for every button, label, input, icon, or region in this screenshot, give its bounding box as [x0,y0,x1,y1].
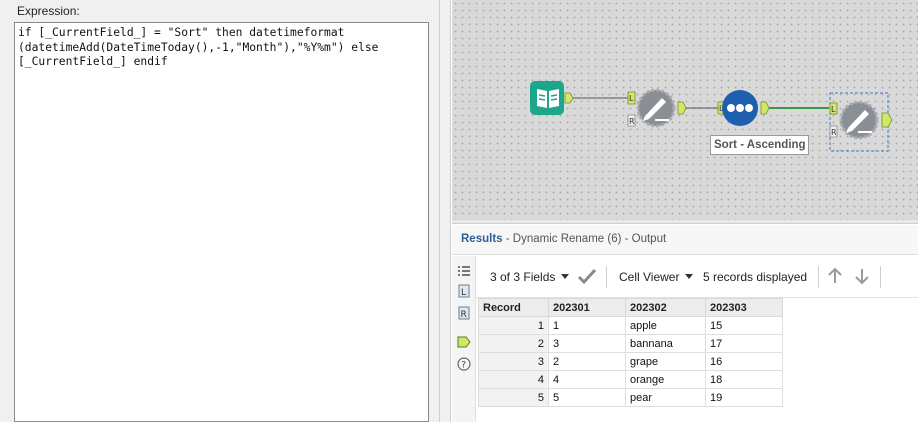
arrow-down-icon[interactable] [853,267,871,285]
toolbar-divider [880,266,881,288]
results-side-toolbar: L R ? [452,256,476,422]
grid-header-row: Record 202301 202302 202303 [478,298,783,317]
table-row[interactable]: 2 3 bannana 17 [478,334,783,353]
sort-tool-label: Sort - Ascending [710,135,809,155]
table-row[interactable]: 3 2 grape 16 [478,352,783,371]
chevron-down-icon[interactable] [685,274,693,280]
svg-text:R: R [629,117,635,126]
table-cell[interactable]: 2 [548,352,626,371]
panel-splitter[interactable] [440,0,451,422]
record-number: 4 [478,370,549,389]
table-cell[interactable]: apple [625,316,706,335]
cell-viewer-selector[interactable]: Cell Viewer [619,270,680,284]
results-subtitle: - Dynamic Rename (6) - Output [505,233,667,245]
table-row[interactable]: 4 4 orange 18 [478,370,783,389]
expression-label: Expression: [17,4,80,18]
column-header-record[interactable]: Record [478,298,549,317]
help-icon[interactable]: ? [457,357,471,371]
expression-text[interactable]: if [_CurrentField_] = "Sort" then dateti… [18,26,379,68]
expression-editor[interactable]: if [_CurrentField_] = "Sort" then dateti… [14,22,429,422]
table-cell[interactable]: 4 [548,370,626,389]
table-cell[interactable]: orange [625,370,706,389]
svg-text:L: L [629,94,634,103]
results-title: Results - Dynamic Rename (6) - Output [461,233,666,245]
table-cell[interactable]: pear [625,388,706,407]
record-number: 5 [478,388,549,407]
dynamic-rename-tool-selected[interactable]: L R [829,92,893,152]
table-cell[interactable]: grape [625,352,706,371]
output-anchor-icon[interactable] [457,335,471,349]
column-header[interactable]: 202303 [705,298,783,317]
svg-text:?: ? [461,361,466,371]
table-cell[interactable]: 5 [548,388,626,407]
results-title-label: Results [461,233,503,245]
arrow-up-icon[interactable] [826,267,844,285]
svg-text:L: L [461,288,466,298]
table-cell[interactable]: bannana [625,334,706,353]
svg-text:R: R [461,310,467,320]
table-row[interactable]: 5 5 pear 19 [478,388,783,407]
table-cell[interactable]: 18 [705,370,783,389]
record-number: 2 [478,334,549,353]
fields-selector[interactable]: 3 of 3 Fields [490,270,556,284]
results-grid[interactable]: Record 202301 202302 202303 1 1 apple 15… [478,298,783,407]
column-header[interactable]: 202302 [625,298,706,317]
table-cell[interactable]: 19 [705,388,783,407]
toolbar-divider [818,266,819,288]
left-input-anchor-icon[interactable]: L [457,284,471,298]
input-data-tool[interactable] [530,81,574,115]
table-row[interactable]: 1 1 apple 15 [478,316,783,335]
column-header[interactable]: 202301 [548,298,626,317]
table-cell[interactable]: 16 [705,352,783,371]
right-input-anchor-icon[interactable]: R [457,306,471,320]
record-number: 1 [478,316,549,335]
results-panel: L R ? 3 of 3 Fields Cell Viewer 5 record… [452,256,918,422]
svg-text:L: L [719,104,724,113]
sort-tool[interactable]: L [717,90,770,126]
toolbar-divider [606,266,607,288]
list-view-icon[interactable] [457,264,471,278]
table-cell[interactable]: 1 [548,316,626,335]
table-cell[interactable]: 15 [705,316,783,335]
workflow-canvas[interactable]: L R L L R [452,0,918,220]
dynamic-rename-tool[interactable]: L R [627,88,687,128]
records-count: 5 records displayed [703,270,808,284]
chevron-down-icon[interactable] [561,274,569,280]
expression-panel: Expression: if [_CurrentField_] = "Sort"… [0,0,440,422]
table-cell[interactable]: 17 [705,334,783,353]
record-number: 3 [478,352,549,371]
results-header: Results - Dynamic Rename (6) - Output [452,225,918,255]
svg-text:L: L [831,105,836,114]
check-icon[interactable] [577,267,597,285]
svg-text:R: R [831,128,837,137]
results-toolbar: 3 of 3 Fields Cell Viewer 5 records disp… [476,256,918,298]
canvas-results-splitter[interactable] [452,220,918,224]
table-cell[interactable]: 3 [548,334,626,353]
